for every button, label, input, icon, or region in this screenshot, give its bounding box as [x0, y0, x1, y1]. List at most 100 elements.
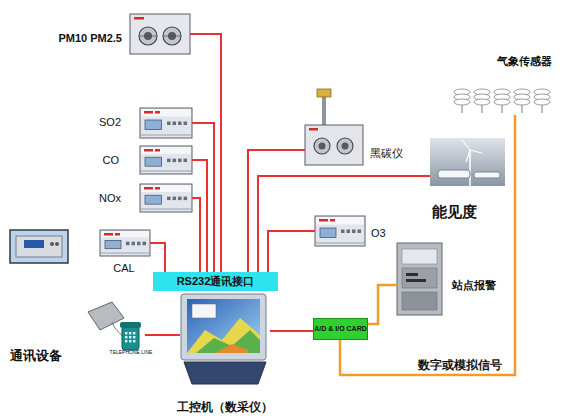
particulate-monitor-shape: [134, 17, 144, 20]
modem-telephone-shape: [133, 336, 135, 338]
modem-telephone: [88, 302, 141, 350]
alarm-cabinet-shape: [397, 243, 442, 315]
analyzer-instrument-shape: [347, 230, 351, 234]
analyzer-instrument-shape: [155, 149, 160, 152]
node-label: PM10 PM2.5: [58, 32, 122, 44]
analyzer-instrument-shape: [145, 120, 162, 130]
analyzer-instrument-shape: [115, 233, 120, 236]
alarm-cabinet-shape: [402, 292, 437, 310]
node-label: 通讯设备: [10, 349, 62, 363]
signal-wire: [248, 150, 305, 272]
instrument-box: CO: [140, 146, 192, 174]
calibrator-display: [10, 230, 68, 263]
analyzer-instrument-shape: [140, 135, 192, 136]
analyzer-instrument-shape: [140, 209, 192, 210]
black-carbon-monitor-shape: [319, 143, 326, 150]
signal-wire: [150, 243, 165, 272]
analyzer-instrument-shape: [140, 108, 192, 138]
black-carbon-monitor-shape: [317, 89, 331, 97]
analyzer-instrument-shape: [315, 216, 365, 246]
modem-telephone-shape: [125, 336, 127, 338]
alarm-cabinet: [397, 243, 442, 315]
alarm-cabinet-shape: [406, 279, 426, 282]
signal-wire: [258, 176, 430, 272]
industrial-computer-shape: [181, 294, 266, 360]
industrial-computer-shape: [192, 304, 216, 318]
visibility-sensor-shape: [466, 150, 470, 162]
visibility-sensor-shape: [438, 170, 470, 178]
analyzer-instrument-shape: [358, 230, 362, 234]
calibrator-display-shape: [24, 240, 44, 248]
node-label: 气象传感器: [497, 55, 552, 67]
analyzer-instrument-shape: [126, 242, 130, 246]
analyzer-instrument-shape: [105, 240, 121, 248]
signal-wire: [268, 231, 315, 272]
weather-sensors-shape: [534, 99, 550, 105]
node-label: 站点报警: [452, 279, 496, 291]
node-label: RS232通讯接口: [177, 275, 255, 287]
black-carbon-monitor-shape: [314, 138, 330, 154]
modem-telephone-shape: [88, 302, 124, 330]
black-carbon-monitor: [305, 89, 363, 165]
sensor-box: 能见度: [430, 138, 505, 186]
calibrator-display-shape: [50, 242, 54, 246]
analyzer-instrument-shape: [184, 197, 188, 201]
signal-wire: [270, 330, 313, 332]
industrial-computer-shape: [187, 318, 260, 353]
analyzer-instrument-shape: [137, 242, 141, 246]
analyzer-instrument: [100, 230, 150, 256]
visibility-sensor-shape: [430, 138, 505, 186]
instrument-box: O3: [315, 216, 365, 246]
analyzer-instrument-shape: [319, 219, 328, 222]
signal-wire: [190, 34, 221, 272]
analyzer-instrument-shape: [141, 185, 191, 192]
modem-telephone-shape: [122, 326, 139, 350]
modem-telephone-shape: [129, 336, 131, 338]
analyzer-instrument-shape: [100, 253, 150, 254]
analyzer-instrument-shape: [167, 122, 171, 126]
signal-wire: [192, 160, 207, 272]
visibility-sensor-shape: [469, 150, 471, 186]
black-carbon-monitor-shape: [309, 128, 318, 131]
analyzer-instrument-shape: [320, 228, 336, 238]
analyzer-instrument-shape: [178, 122, 182, 126]
industrial-computer-shape: [196, 330, 260, 353]
analyzer-instrument-shape: [144, 187, 153, 190]
analyzer-instrument-shape: [143, 242, 147, 246]
analyzer-instrument-shape: [145, 195, 162, 204]
analyzer-instrument-shape: [167, 159, 171, 163]
analyzer-instrument-shape: [341, 230, 345, 234]
signal-wire: [368, 285, 397, 324]
device-note: TELEPHONE LINE: [110, 350, 153, 356]
analyzer-instrument-shape: [100, 230, 150, 256]
analyzer-instrument-shape: [173, 197, 177, 201]
analyzer-instrument-shape: [104, 233, 113, 236]
visibility-sensor-shape: [462, 140, 470, 150]
analyzer-instrument-shape: [178, 159, 182, 163]
analyzer-instrument-shape: [141, 147, 191, 154]
industrial-computer: [181, 294, 266, 384]
modem-telephone-shape: [133, 340, 135, 342]
alarm-box: 站点报警: [397, 243, 442, 315]
calibrator-display-shape: [16, 236, 62, 257]
node-label: SO2: [99, 116, 121, 128]
instrument-box: 黑碳仪: [305, 88, 363, 166]
signal-wire: [192, 123, 214, 272]
particulate-monitor-shape: [130, 14, 190, 54]
particulate-monitor-shape: [139, 27, 157, 45]
instrument-box: PM10 PM2.5: [130, 14, 190, 54]
weather-sensors: [454, 89, 550, 113]
analyzer-instrument-shape: [315, 243, 365, 244]
analyzer-instrument-shape: [132, 242, 136, 246]
wire-label: 数字或模拟信号: [418, 359, 502, 372]
visibility-sensor: [430, 138, 505, 186]
particulate-monitor-shape: [140, 36, 156, 37]
device-box: 通讯设备: [85, 300, 145, 355]
black-carbon-monitor-shape: [337, 138, 353, 154]
analyzer-instrument-shape: [316, 217, 364, 225]
signal-wire: [145, 334, 180, 336]
particulate-monitor: [130, 14, 190, 54]
analyzer-instrument-shape: [140, 171, 192, 172]
